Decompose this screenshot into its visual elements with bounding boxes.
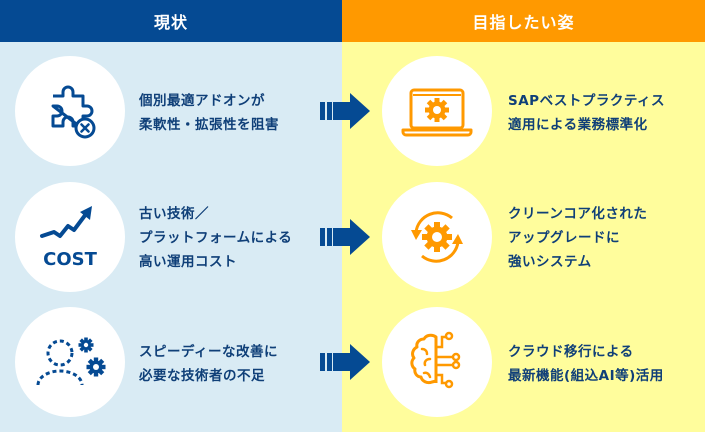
text-line: SAPベストプラクティス [508,93,666,109]
gear-cycle-icon [411,211,463,263]
text-line: 高い運用コスト [139,254,237,270]
target-row-2-text: クリーンコア化された アップグレードに 強いシステム [508,202,647,274]
target-row-3-text: クラウド移行による 最新機能(組込AI等)活用 [508,340,664,388]
target-row-2-icon-circle [382,182,492,292]
person-gears-icon [36,337,106,386]
arrow-right-icon [320,219,370,255]
target-row-1-icon-circle [382,56,492,166]
arrow-right-icon [320,344,370,380]
cost-rising-icon: COST [40,206,98,270]
current-row-2-text: 古い技術／ プラットフォームによる 高い運用コスト [139,202,292,274]
text-line: 適用による業務標準化 [508,117,648,133]
text-line: 必要な技術者の不足 [139,368,265,384]
text-line: クリーンコア化された [508,206,648,222]
current-row-3-icon-circle [15,307,125,417]
text-line: 個別最適アドオンが [139,93,265,109]
text-line: アップグレードに [508,230,620,246]
target-state-header: 目指したい姿 [342,0,705,42]
text-line: 最新機能(組込AI等)活用 [508,368,664,384]
current-row-1-text: 個別最適アドオンが 柔軟性・拡張性を阻害 [139,89,279,137]
text-line: 柔軟性・拡張性を阻害 [139,117,279,133]
current-row-3-text: スピーディーな改善に 必要な技術者の不足 [139,340,278,388]
current-row-1-icon-circle [15,56,125,166]
laptop-gear-icon [401,88,473,137]
target-row-3-icon-circle [382,307,492,417]
text-line: 強いシステム [508,254,592,270]
puzzle-x-icon [51,85,96,139]
current-row-2-icon-circle: COST [15,182,125,292]
target-row-1-text: SAPベストプラクティス 適用による業務標準化 [508,89,665,137]
cost-label: COST [43,249,97,270]
arrow-right-icon [320,93,370,129]
text-line: プラットフォームによる [139,230,293,246]
text-line: 古い技術／ [139,206,209,222]
text-line: スピーディーな改善に [139,344,279,360]
ai-brain-icon [410,331,461,389]
current-state-header: 現状 [0,0,342,42]
text-line: クラウド移行による [508,344,634,360]
